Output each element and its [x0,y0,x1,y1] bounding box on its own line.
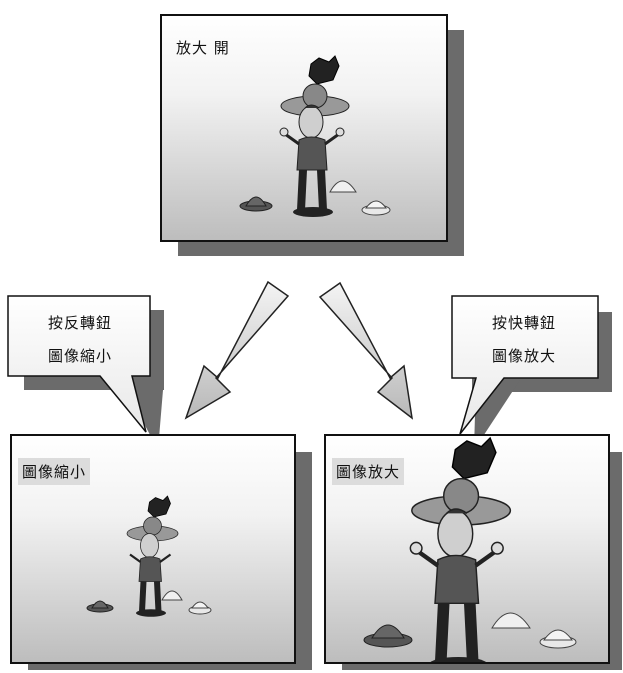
arrow-enlarge [318,281,414,420]
callout-left-text: 按反轉鈕 圖像縮小 [22,312,138,366]
callout-left-line2: 圖像縮小 [47,347,112,365]
cartoon-figure-large [363,436,577,662]
cartoon-figure-normal [239,55,391,217]
arrow-shrink [184,280,290,420]
callout-right [451,295,599,435]
bottom-right-panel-label: 圖像放大 [332,458,405,485]
callout-left-line1: 按反轉鈕 [47,314,112,332]
bottom-left-panel: 圖像縮小 [10,434,296,664]
callout-right-line2: 圖像放大 [491,347,556,365]
callout-left [7,295,151,433]
top-panel-label: 放大 開 [176,39,230,57]
bottom-right-panel: 圖像放大 [324,434,610,664]
top-panel: 放大 開 [160,14,448,242]
bottom-left-panel-label: 圖像縮小 [18,458,91,485]
callout-right-text: 按快轉鈕 圖像放大 [466,312,582,366]
cartoon-figure-small [86,495,212,617]
callout-right-line1: 按快轉鈕 [491,314,556,332]
